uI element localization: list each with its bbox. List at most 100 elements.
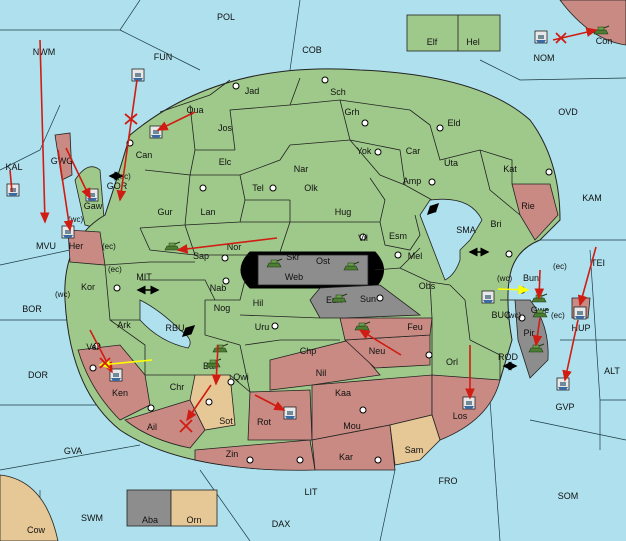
label-hup: HUP (571, 323, 590, 333)
label-ark: Ark (117, 320, 131, 330)
label-chp: Chp (300, 346, 317, 356)
label-grh: Grh (344, 107, 359, 117)
fleet-unit (573, 306, 587, 320)
label-amp: Amp (403, 176, 422, 186)
label-gwg: GWG (51, 156, 74, 166)
label-ost: Ost (316, 256, 331, 266)
fleet-unit (462, 396, 476, 410)
failed-order-marks (99, 32, 567, 433)
label-pol: POL (217, 12, 235, 22)
province-nil[interactable] (269, 339, 381, 391)
province-borders (104, 77, 521, 393)
label-neu: Neu (369, 346, 386, 356)
label-sma: SMA (456, 225, 476, 235)
coast-wc-gwe: (wc) (506, 311, 521, 320)
province-web-ost[interactable] (257, 254, 369, 286)
province-orn[interactable] (170, 489, 218, 527)
fleet-unit (6, 183, 20, 197)
label-pir: Pir (524, 328, 535, 338)
label-swm: SWM (81, 513, 103, 523)
province-rot[interactable] (247, 389, 313, 441)
label-kal: KAL (5, 162, 22, 172)
label-uta: Uta (444, 158, 458, 168)
label-lan: Lan (200, 207, 215, 217)
label-bri: Bri (491, 219, 502, 229)
order-arrows (9, 27, 598, 422)
sea-label-group: POL NWM FUN COB NOM OVD KAL MVU KAM TEI … (5, 12, 620, 529)
label-chr: Chr (170, 382, 185, 392)
label-rbu: RBU (165, 323, 184, 333)
label-alt: ALT (604, 366, 620, 376)
label-olk: Olk (304, 183, 318, 193)
label-nom: NOM (534, 53, 555, 63)
label-dax: DAX (272, 519, 291, 529)
label-feu: Feu (407, 322, 423, 332)
label-ovd: OVD (558, 107, 578, 117)
label-ver: Ver (86, 342, 100, 352)
island-elf-hel (406, 14, 501, 52)
label-car: Car (406, 146, 421, 156)
coast-wc-bun: (wc) (497, 274, 512, 283)
label-tei: TEI (591, 258, 605, 268)
label-som: SOM (558, 491, 579, 501)
label-tel: Tel (252, 183, 264, 193)
label-rot: Rot (257, 417, 272, 427)
label-sot: Sot (219, 416, 233, 426)
label-mou: Mou (343, 421, 361, 431)
label-vil: Vil (358, 233, 368, 243)
label-gva: GVA (64, 446, 82, 456)
label-mvu: MVU (36, 241, 56, 251)
label-gor: GOR (107, 181, 128, 191)
inner-sea-rbu (139, 299, 191, 349)
label-cob: COB (302, 45, 322, 55)
province-kar[interactable] (311, 424, 396, 471)
label-mit: MIT (136, 272, 152, 282)
label-qua: Qua (186, 105, 203, 115)
label-fun: FUN (154, 52, 173, 62)
province-ken[interactable] (77, 344, 151, 421)
label-kar: Kar (339, 452, 353, 462)
label-her: Her (69, 241, 84, 251)
fleet-unit (149, 125, 163, 139)
label-hil: Hil (253, 298, 264, 308)
label-kat: Kat (503, 164, 517, 174)
label-bun: Bun (523, 273, 539, 283)
label-gur: Gur (157, 207, 172, 217)
label-orn: Orn (186, 515, 201, 525)
inner-sea-sma (419, 198, 483, 281)
label-lit: LIT (304, 487, 318, 497)
coast-ec-gwe: (ec) (551, 311, 565, 320)
coast-wc-kor: (wc) (55, 290, 70, 299)
land-label-group: Elf Hel Con Cow Aba Orn Jad Sch Qua Jos … (27, 36, 612, 535)
label-nog: Nog (214, 303, 231, 313)
coast-ec-her: (ec) (102, 242, 116, 251)
coast-ec-bun: (ec) (553, 262, 567, 271)
label-orl: Orl (446, 357, 458, 367)
label-uru: Uru (255, 322, 270, 332)
label-kor: Kor (81, 282, 95, 292)
label-ken: Ken (112, 388, 128, 398)
province-rie[interactable] (511, 183, 559, 241)
fleet-unit (534, 30, 548, 44)
label-fro: FRO (439, 476, 458, 486)
label-rod: ROD (498, 352, 519, 362)
label-nor: Nor (227, 242, 242, 252)
province-sot[interactable] (189, 374, 236, 431)
label-los: Los (453, 411, 468, 421)
coast-wc-gaw: (wc) (68, 215, 83, 224)
fleet-unit (283, 406, 297, 420)
label-obs: Obs (419, 281, 436, 291)
province-sam[interactable] (389, 414, 441, 466)
label-elc: Elc (219, 157, 232, 167)
label-gaw: Gaw (84, 201, 103, 211)
supply-centers (89, 76, 553, 464)
label-rie: Rie (521, 201, 535, 211)
label-gvp: GVP (555, 402, 574, 412)
province-ail[interactable] (124, 399, 206, 449)
label-kam: KAM (582, 193, 602, 203)
fleet-unit (61, 225, 75, 239)
label-nwm: NWM (33, 47, 56, 57)
channel-arrows (108, 171, 518, 371)
